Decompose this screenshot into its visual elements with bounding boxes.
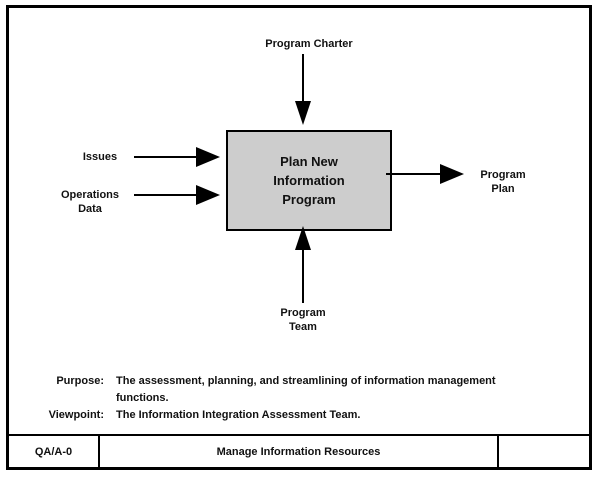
purpose-text: The assessment, planning, and streamlini…: [116, 373, 496, 407]
activity-box-line3: Program: [282, 192, 336, 207]
program-team-line1: Program: [280, 307, 326, 319]
arrowhead-right-icon: [196, 185, 220, 205]
mechanism-arrow-line: [302, 248, 304, 303]
program-team-label: Program Team: [258, 306, 348, 334]
program-team-line2: Team: [289, 321, 317, 333]
arrowhead-up-icon: [295, 226, 311, 250]
viewpoint-text: The Information Integration Assessment T…: [116, 409, 361, 421]
control-arrow-line: [302, 54, 304, 104]
number-cell: [497, 436, 589, 467]
operations-data-label: Operations Data: [40, 188, 140, 216]
viewpoint-label: Viewpoint:: [48, 409, 104, 421]
purpose-text-line1: The assessment, planning, and streamlini…: [116, 375, 496, 387]
activity-box-line1: Plan New: [280, 154, 338, 169]
program-plan-line2: Plan: [491, 183, 515, 195]
node-ref-cell: QA/A-0: [9, 436, 100, 467]
control-label: Program Charter: [265, 38, 353, 50]
arrowhead-right-icon: [196, 147, 220, 167]
title-cell: Manage Information Resources: [216, 445, 381, 458]
output-arrow-line: [386, 173, 440, 175]
purpose-text-line2: functions.: [116, 392, 169, 404]
operations-data-line1: Operations: [60, 189, 120, 201]
input-arrow-operations-line: [134, 194, 196, 196]
arrowhead-right-icon: [440, 164, 464, 184]
program-plan-label: Program Plan: [458, 168, 548, 196]
program-plan-line1: Program: [480, 169, 526, 181]
activity-box-line2: Information: [273, 173, 345, 188]
diagram-frame: Program Charter Issues Operations Data P…: [6, 5, 592, 470]
issues-label: Issues: [82, 151, 118, 163]
purpose-label: Purpose:: [56, 375, 104, 387]
activity-box-label: Plan New Information Program: [273, 152, 345, 209]
title-bar: QA/A-0 Manage Information Resources: [9, 434, 589, 467]
input-arrow-issues-line: [134, 156, 196, 158]
operations-data-line2: Data: [78, 203, 102, 215]
arrowhead-down-icon: [295, 101, 311, 125]
activity-box: Plan New Information Program: [226, 130, 392, 231]
